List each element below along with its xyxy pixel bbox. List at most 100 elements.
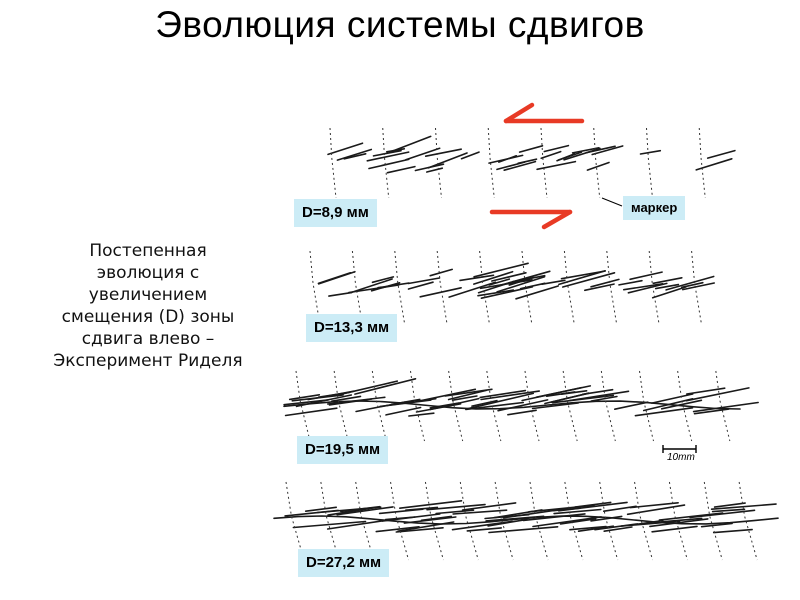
shear-fracture-segment bbox=[603, 526, 633, 533]
marker-line bbox=[479, 250, 491, 326]
shear-fracture-segment bbox=[685, 387, 750, 402]
shear-fracture-segment bbox=[480, 285, 534, 300]
marker-line bbox=[715, 370, 731, 442]
shear-fracture-segment bbox=[613, 401, 649, 411]
description-line: сдвига влево – bbox=[81, 329, 215, 349]
marker-line bbox=[487, 127, 495, 199]
shear-fracture-segment bbox=[706, 149, 736, 159]
shear-fracture-segment bbox=[429, 397, 480, 411]
marker-line bbox=[448, 370, 464, 442]
marker-line bbox=[486, 370, 502, 442]
shear-fracture-segment bbox=[488, 525, 559, 534]
shear-fracture-segment bbox=[556, 153, 576, 162]
shear-fracture-segment bbox=[590, 395, 618, 402]
marker-line bbox=[698, 127, 706, 199]
shear-fracture-segment bbox=[551, 507, 581, 512]
shear-fracture-segment bbox=[568, 390, 630, 402]
shear-fracture-segment bbox=[541, 279, 566, 286]
shear-fracture-segment bbox=[386, 165, 416, 174]
scale-bar-label: 10mm bbox=[667, 452, 695, 463]
marker-line bbox=[436, 250, 448, 326]
shear-fracture-segment bbox=[591, 145, 624, 156]
shear-fracture-segment bbox=[435, 509, 475, 515]
shear-fracture-segment bbox=[622, 282, 664, 291]
shear-fracture-segment bbox=[375, 525, 420, 533]
shear-fracture-segment bbox=[385, 406, 422, 416]
shear-fracture-segment bbox=[327, 142, 364, 156]
marker-line bbox=[691, 250, 703, 326]
shear-fracture-segment bbox=[452, 509, 508, 515]
shear-fracture-segment bbox=[350, 278, 393, 294]
shear-fracture-segment bbox=[652, 276, 683, 285]
shear-fracture-segment bbox=[511, 274, 546, 283]
shear-fracture-segment bbox=[692, 401, 759, 413]
shear-fracture-segment bbox=[460, 151, 480, 160]
description-line: увеличением bbox=[88, 285, 208, 305]
marker-line bbox=[600, 370, 616, 442]
description-line: эволюция с bbox=[96, 263, 200, 283]
shear-fracture-segment bbox=[410, 388, 477, 404]
shear-fracture-segment bbox=[626, 504, 686, 516]
shear-fracture-segment bbox=[366, 151, 410, 162]
shear-fracture-segment bbox=[472, 270, 514, 285]
shear-strands bbox=[273, 135, 779, 534]
shear-fracture-segment bbox=[560, 389, 588, 396]
marker-line bbox=[540, 127, 548, 199]
shear-fracture-segment bbox=[368, 158, 410, 170]
shear-fracture-segment bbox=[336, 506, 394, 516]
shear-fracture-segment bbox=[491, 271, 527, 282]
marker-line bbox=[593, 127, 601, 199]
shear-fracture-segment bbox=[710, 503, 777, 511]
shear-fracture-segment bbox=[339, 380, 399, 396]
shear-fracture-segment bbox=[561, 271, 616, 288]
shear-fracture-segment bbox=[583, 283, 615, 292]
shear-fracture-segment bbox=[343, 153, 367, 160]
shear-fracture-segment bbox=[448, 281, 497, 298]
shear-fracture-segment bbox=[288, 393, 321, 401]
marker-line bbox=[390, 481, 410, 561]
shear-fracture-segment bbox=[713, 502, 746, 508]
shear-fracture-segment bbox=[488, 278, 511, 286]
shear-fracture-segment bbox=[398, 499, 463, 510]
marker-line bbox=[599, 481, 619, 561]
sinistral-arrow-bottom bbox=[489, 209, 573, 230]
marker-line bbox=[355, 481, 375, 561]
marker-line bbox=[703, 481, 723, 561]
shear-fracture-segment bbox=[471, 399, 498, 407]
shear-fracture-segment bbox=[328, 291, 353, 297]
main-shear-trace bbox=[283, 400, 741, 410]
shear-fracture-segment bbox=[407, 277, 441, 285]
shear-fracture-segment bbox=[404, 147, 441, 161]
main-shear-trace bbox=[273, 515, 779, 525]
shear-fracture-segment bbox=[531, 402, 580, 410]
shear-fracture-segment bbox=[618, 279, 643, 286]
shear-fracture-segment bbox=[425, 167, 444, 173]
shear-fracture-segment bbox=[685, 387, 726, 395]
marker-line bbox=[564, 481, 584, 561]
shear-fracture-segment bbox=[660, 399, 703, 410]
shear-fracture-segment bbox=[532, 516, 602, 528]
shear-fracture-segment bbox=[466, 392, 535, 410]
shear-fracture-segment bbox=[284, 407, 338, 417]
shear-fracture-segment bbox=[395, 526, 444, 533]
shear-fracture-segment bbox=[639, 149, 662, 155]
shear-fracture-segment bbox=[326, 518, 393, 530]
shear-fracture-segment bbox=[560, 270, 607, 280]
shear-fracture-segment bbox=[447, 389, 488, 401]
shear-fracture-segment bbox=[292, 520, 367, 529]
marker-line bbox=[668, 481, 688, 561]
marker-line bbox=[524, 370, 540, 442]
shear-fracture-segment bbox=[590, 278, 620, 288]
marker-line bbox=[634, 481, 654, 561]
shear-fracture-segment bbox=[496, 275, 546, 293]
shear-fracture-segment bbox=[553, 508, 602, 515]
shear-fracture-segment bbox=[540, 150, 562, 160]
shear-fracture-segment bbox=[477, 289, 515, 297]
shear-fracture-segment bbox=[577, 525, 615, 533]
shear-fracture-segment bbox=[480, 390, 541, 401]
shear-fracture-segment bbox=[479, 389, 527, 399]
shear-fracture-segment bbox=[459, 274, 495, 282]
stage-label-2: D=13,3 мм bbox=[306, 314, 398, 342]
shear-fracture-segment bbox=[681, 282, 716, 291]
